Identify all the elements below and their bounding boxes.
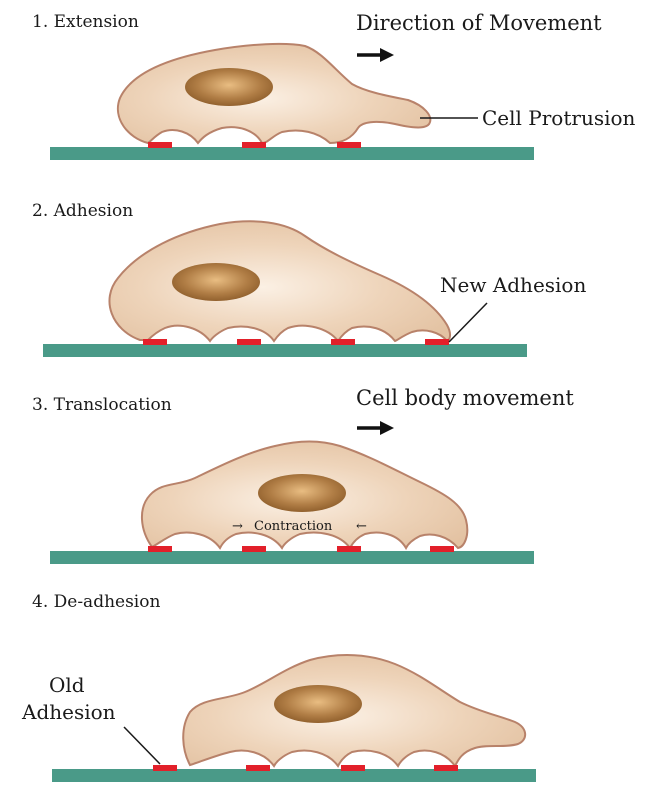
- step-label-extension: 1. Extension: [32, 12, 139, 32]
- nucleus: [185, 68, 273, 106]
- cell-body: [109, 221, 450, 341]
- nucleus: [274, 685, 362, 723]
- adhesion-point: [341, 765, 365, 771]
- substrate: [52, 769, 536, 782]
- panel-de-adhesion: 4. De-adhesion Old Adhesion: [21, 592, 536, 782]
- contraction-label: Contraction: [254, 519, 333, 534]
- adhesion-point: [430, 546, 454, 552]
- old-adhesion-point: [153, 765, 177, 771]
- cell-protrusion-label: Cell Protrusion: [482, 106, 636, 130]
- adhesion-point: [242, 546, 266, 552]
- direction-arrow-icon: [357, 48, 394, 62]
- panel-extension: 1. Extension Direction of Movement Cell …: [32, 11, 636, 160]
- contraction-arrow-right-icon: →: [232, 519, 243, 534]
- adhesion-point: [148, 142, 172, 148]
- nucleus: [172, 263, 260, 301]
- contraction-arrow-left-icon: ←: [356, 519, 367, 534]
- panel-adhesion: 2. Adhesion New Adhesion: [32, 201, 586, 357]
- direction-of-movement-label: Direction of Movement: [356, 11, 602, 35]
- step-label-translocation: 3. Translocation: [32, 395, 172, 415]
- adhesion-point: [337, 546, 361, 552]
- adhesion-point: [337, 142, 361, 148]
- movement-arrow-icon: [357, 421, 394, 435]
- adhesion-point: [237, 339, 261, 345]
- panel-translocation: 3. Translocation Cell body movement → Co…: [32, 386, 574, 564]
- old-adhesion-label-line1: Old: [49, 673, 85, 697]
- nucleus: [258, 474, 346, 512]
- step-label-de-adhesion: 4. De-adhesion: [32, 592, 160, 612]
- adhesion-point: [331, 339, 355, 345]
- substrate: [50, 147, 534, 160]
- new-adhesion-point: [425, 339, 449, 345]
- adhesion-point: [246, 765, 270, 771]
- cell-body-movement-label: Cell body movement: [356, 386, 574, 410]
- new-adhesion-label: New Adhesion: [440, 273, 586, 297]
- adhesion-point: [143, 339, 167, 345]
- substrate: [43, 344, 527, 357]
- old-adhesion-leader-line: [124, 727, 160, 764]
- old-adhesion-label-line2: Adhesion: [21, 700, 116, 724]
- substrate: [50, 551, 534, 564]
- adhesion-point: [148, 546, 172, 552]
- adhesion-point: [434, 765, 458, 771]
- adhesion-point: [242, 142, 266, 148]
- step-label-adhesion: 2. Adhesion: [32, 201, 133, 221]
- new-adhesion-leader-line: [449, 303, 487, 342]
